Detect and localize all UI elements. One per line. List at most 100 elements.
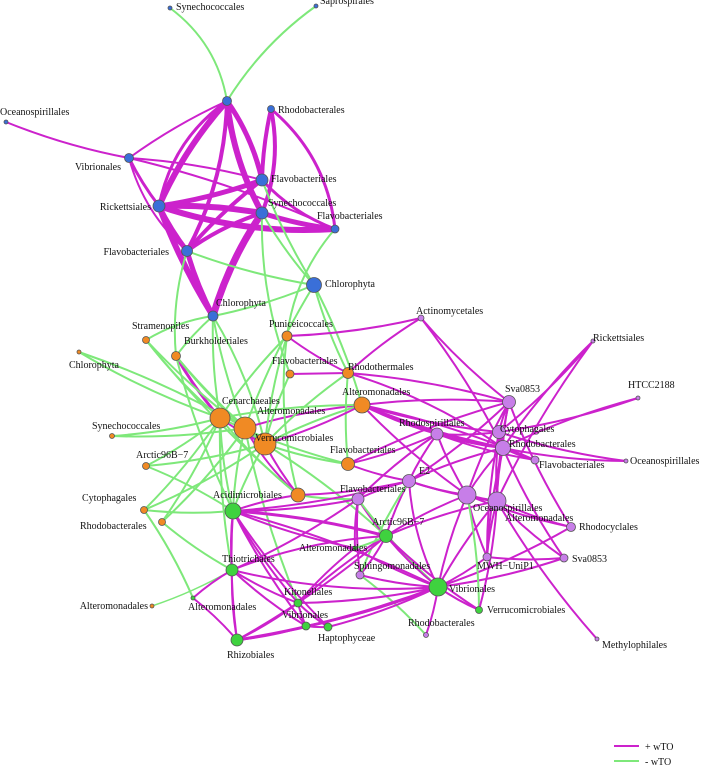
node-label: Saprospirales [320,0,374,7]
node-o-arctic[interactable] [142,462,150,470]
positive-edge [231,498,359,571]
node-g-haptophy[interactable] [323,622,333,632]
negative-edge [78,351,221,419]
node-p-sva1[interactable] [502,395,516,409]
node-label: Alteromonadales [257,406,325,417]
node-p-mwh[interactable] [482,552,492,562]
node-g-kiton[interactable] [293,598,303,608]
positive-edge [385,535,480,611]
node-o-syn[interactable] [109,433,115,439]
node-o-flavo[interactable] [285,369,295,379]
node-g-acidi[interactable] [224,502,242,520]
node-b-hub[interactable] [222,96,232,106]
node-o-cyto[interactable] [140,506,148,514]
node-p-rhodo2[interactable] [423,632,429,638]
node-label: Sva0853 [505,384,540,395]
node-p-flavo2[interactable] [351,492,365,506]
node-p-rhodo[interactable] [495,440,511,456]
node-label: Flavobacteriales [330,445,396,456]
node-o-burk[interactable] [171,351,181,361]
node-o-rhodotherm[interactable] [342,367,354,379]
node-o-chloro[interactable] [76,349,82,355]
node-o-rhodo[interactable] [158,518,166,526]
node-label: Chlorophyta [69,360,120,371]
node-label: Rickettsiales [593,333,644,344]
node-p-rhodospir[interactable] [430,427,444,441]
positive-edge [408,401,510,482]
negative-edge [226,5,317,102]
node-b-vibrio[interactable] [124,153,134,163]
node-label: Synechococcales [176,2,244,13]
node-b-chloro1[interactable] [306,277,322,293]
positive-edge [232,510,307,627]
positive-edge [385,500,498,537]
node-b-flavo1[interactable] [255,173,269,187]
node-p-e2[interactable] [402,474,416,488]
node-g-arctic[interactable] [379,529,393,543]
node-b-rick[interactable] [152,199,166,213]
node-label: Burkholderiales [184,336,248,347]
node-b-syn2[interactable] [255,206,269,220]
positive-edge [466,494,572,528]
node-b-rhodo[interactable] [267,105,275,113]
node-label: Rhodobacterales [80,521,147,532]
node-g-vibrio2[interactable] [301,621,311,631]
node-o-puniceo[interactable] [281,330,293,342]
positive-edge [361,404,536,461]
node-label: Chlorophyta [325,279,376,290]
node-b-syn-top[interactable] [167,5,173,11]
positive-edge [347,433,438,465]
node-label: Alteromonadales [342,387,410,398]
node-p-htcc[interactable] [635,395,641,401]
node-b-oceano[interactable] [3,119,9,125]
node-g-verruco[interactable] [475,606,483,614]
node-p-cyto[interactable] [492,425,506,439]
negative-edge [344,372,349,465]
node-o-altero2[interactable] [353,396,371,414]
node-label: Acidimicrobiales [213,490,282,501]
node-g-altero2[interactable] [190,595,196,601]
positive-edge [185,211,264,253]
node-p-rhodocyc[interactable] [566,522,576,532]
node-label: Rhizobiales [227,650,274,661]
node-o-altero3[interactable] [149,603,155,609]
node-g-vibrio[interactable] [428,577,448,597]
node-b-flavo2[interactable] [330,224,340,234]
negative-edge [282,335,299,496]
node-b-sap[interactable] [313,3,319,9]
node-g-thio[interactable] [225,563,239,577]
node-g-altero[interactable] [352,545,358,551]
node-p-flavo[interactable] [530,455,540,465]
node-o-altero1[interactable] [233,416,257,440]
node-label: Puniceicoccales [269,319,333,330]
node-label: Arctic96B−7 [372,517,424,528]
node-o-flavo2[interactable] [341,457,355,471]
node-p-sva2[interactable] [559,553,569,563]
negative-edge [261,212,315,286]
node-p-oceano1[interactable] [623,458,629,464]
node-p-methylo[interactable] [594,636,600,642]
node-p-oceano2[interactable] [457,485,477,505]
positive-edge [502,447,627,462]
node-o-strameno[interactable] [142,336,150,344]
node-label: Alteromonadales [188,602,256,613]
positive-edge [156,98,230,209]
node-label: Vibrionales [449,584,495,595]
node-p-rick[interactable] [590,338,596,344]
node-o-unl[interactable] [290,487,306,503]
node-b-flavo3[interactable] [181,245,193,257]
node-p-actino[interactable] [417,314,425,322]
node-g-rhizo[interactable] [230,633,244,647]
node-b-chloro2[interactable] [207,310,219,322]
node-label: Rickettsiales [100,202,151,213]
node-o-verruco[interactable] [253,432,277,456]
positive-edge [209,209,266,320]
node-label: Flavobacteriales [271,174,337,185]
positive-edge [236,535,387,641]
node-p-sphingo[interactable] [355,570,365,580]
node-o-cenar[interactable] [209,407,231,429]
node-p-altero[interactable] [487,491,507,511]
positive-edge [185,99,229,253]
positive-edge [232,510,439,588]
negative-edge [111,417,221,437]
